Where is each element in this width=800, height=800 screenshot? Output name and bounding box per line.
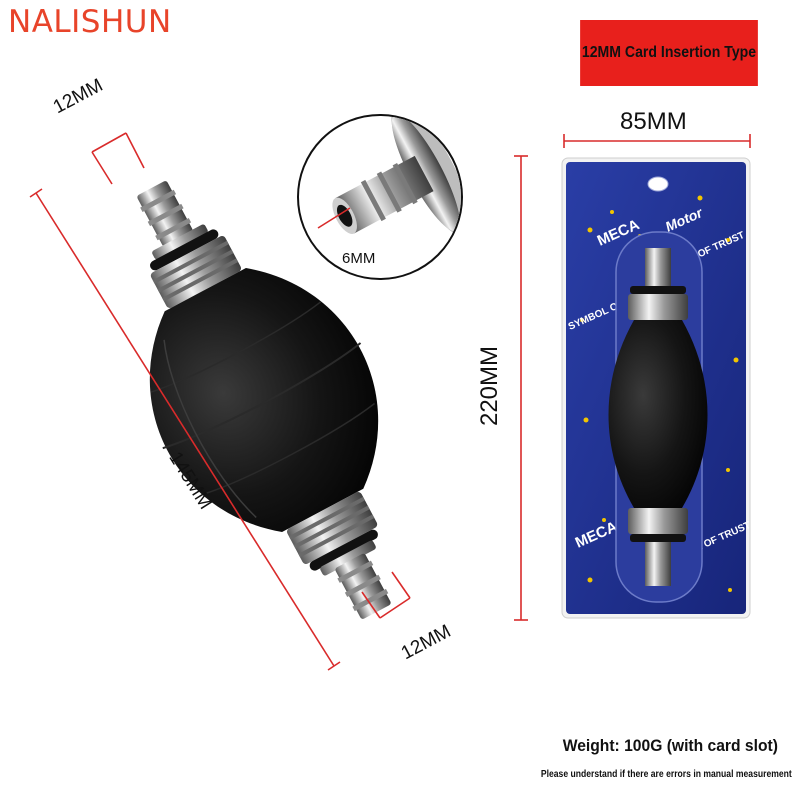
retail-package-card: MECA Motor SYMBOL OF TRUST SYMBOL OF TRU… [561,157,752,619]
card-insertion-badge: 12MM Card Insertion Type [580,20,758,86]
measurement-notice: Please understand if there are errors in… [541,769,792,780]
primer-bulb-pump [137,181,391,619]
weight-info: Weight: 100G (with card slot) [562,736,778,755]
packaged-pump [608,248,708,586]
dimension-lines [29,132,751,671]
inner-bore-dimension: 6MM [342,250,376,267]
brand-logo: NALISHUN [8,4,172,40]
nozzle-detail-inset [297,114,463,280]
card-insertion-label: 12MM Card Insertion Type [581,44,757,61]
card-height-dimension: 220MM [476,345,504,427]
star-decorations [580,195,739,592]
card-width-dimension: 85MM [620,108,687,135]
hang-hole [647,176,669,192]
rubber-bulb [149,268,379,532]
